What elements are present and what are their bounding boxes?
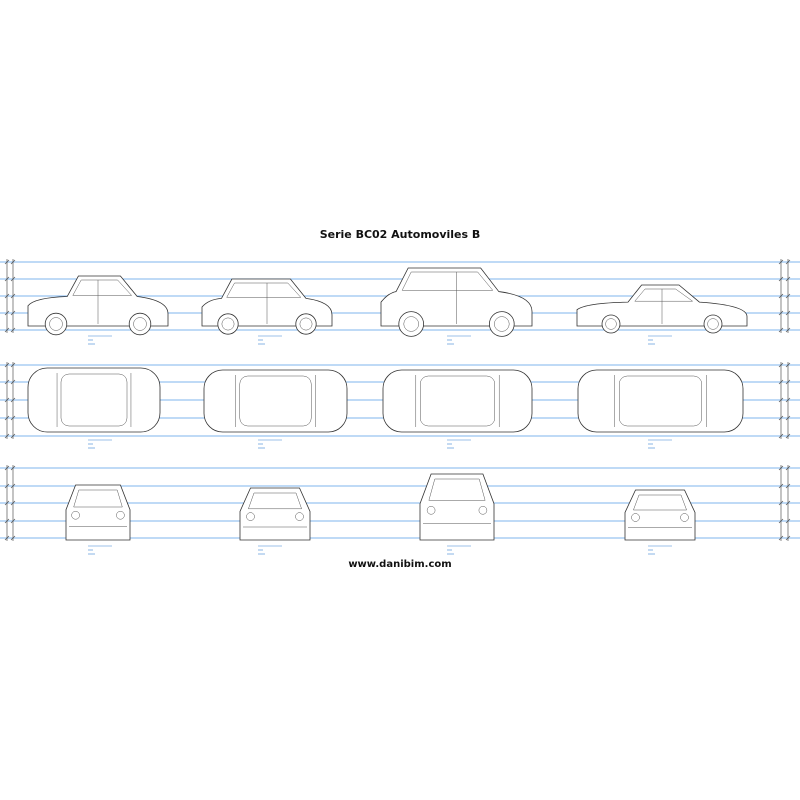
dimension-tick	[778, 415, 784, 421]
car-label	[648, 335, 672, 345]
dimension-tick	[785, 276, 791, 282]
dimension-tick	[4, 500, 10, 506]
car-label	[648, 545, 672, 555]
dimension-tick	[778, 327, 784, 333]
dimension-tick	[10, 310, 16, 316]
dimension-tick	[778, 535, 784, 541]
website-url: www.danibim.com	[348, 559, 452, 570]
dimension-tick	[4, 362, 10, 368]
dimension-tick	[4, 293, 10, 299]
car-label	[258, 439, 282, 449]
dimension-tick	[4, 397, 10, 403]
dimension-tick	[778, 500, 784, 506]
dimension-tick	[4, 433, 10, 439]
top-view-sedan	[577, 369, 744, 433]
dimension-tick	[778, 259, 784, 265]
dimension-tick	[10, 465, 16, 471]
dimension-tick	[785, 379, 791, 385]
dimension-tick	[4, 415, 10, 421]
dimension-tick	[4, 483, 10, 489]
dimension-tick	[10, 397, 16, 403]
dimension-tick	[785, 433, 791, 439]
wheel	[44, 312, 68, 336]
car-label	[258, 545, 282, 555]
dimension-tick	[4, 535, 10, 541]
dimension-tick	[778, 465, 784, 471]
wheel	[295, 313, 317, 335]
dimension-tick	[778, 433, 784, 439]
front-view-hatchback	[239, 487, 311, 541]
dimension-tick	[785, 310, 791, 316]
dimension-tick	[4, 327, 10, 333]
dimension-tick	[10, 379, 16, 385]
side-view-hatchback	[201, 278, 333, 335]
dimension-tick	[785, 465, 791, 471]
dimension-tick	[785, 259, 791, 265]
dimension-tick	[10, 518, 16, 524]
sheet-title: Serie BC02 Automoviles B	[319, 228, 481, 241]
car-label	[447, 335, 471, 345]
dimension-tick	[4, 379, 10, 385]
wheel	[217, 313, 239, 335]
dimension-tick	[10, 535, 16, 541]
dimension-tick	[785, 397, 791, 403]
dimension-tick	[778, 379, 784, 385]
dimension-tick	[10, 293, 16, 299]
dimension-tick	[10, 327, 16, 333]
dimension-tick	[4, 518, 10, 524]
wheel	[398, 311, 425, 337]
car-label	[447, 545, 471, 555]
dimension-tick	[4, 259, 10, 265]
dimension-tick	[10, 259, 16, 265]
dimension-tick	[10, 433, 16, 439]
dimension-tick	[10, 362, 16, 368]
dimension-tick	[10, 415, 16, 421]
dimension-tick	[785, 483, 791, 489]
side-view-sedan	[576, 284, 748, 334]
top-view-suv	[382, 369, 533, 433]
dimension-tick	[778, 362, 784, 368]
dimension-tick	[785, 518, 791, 524]
car-label	[648, 439, 672, 449]
wheel	[703, 314, 723, 334]
dimension-tick	[785, 500, 791, 506]
side-view-beetle	[27, 275, 169, 336]
dimension-tick	[10, 276, 16, 282]
dimension-tick	[778, 310, 784, 316]
front-view-beetle	[65, 484, 131, 541]
dimension-tick	[4, 465, 10, 471]
dimension-tick	[10, 500, 16, 506]
dimension-tick	[785, 535, 791, 541]
wheel	[128, 312, 152, 336]
dimension-tick	[785, 362, 791, 368]
front-view-sedan	[624, 489, 696, 541]
dimension-tick	[778, 293, 784, 299]
dimension-tick	[785, 327, 791, 333]
top-view-hatchback	[203, 369, 348, 433]
top-view-beetle	[27, 367, 161, 433]
car-label	[88, 545, 112, 555]
dimension-tick	[778, 518, 784, 524]
wheel	[601, 314, 621, 334]
wheel	[488, 311, 515, 337]
car-label	[88, 439, 112, 449]
side-view-suv	[380, 267, 533, 337]
car-label	[88, 335, 112, 345]
dimension-tick	[785, 293, 791, 299]
front-view-suv	[419, 473, 495, 541]
car-label	[258, 335, 282, 345]
dimension-tick	[778, 276, 784, 282]
dimension-tick	[10, 483, 16, 489]
car-label	[447, 439, 471, 449]
dimension-tick	[778, 397, 784, 403]
dimension-tick	[785, 415, 791, 421]
dimension-tick	[4, 310, 10, 316]
dimension-tick	[4, 276, 10, 282]
dimension-tick	[778, 483, 784, 489]
